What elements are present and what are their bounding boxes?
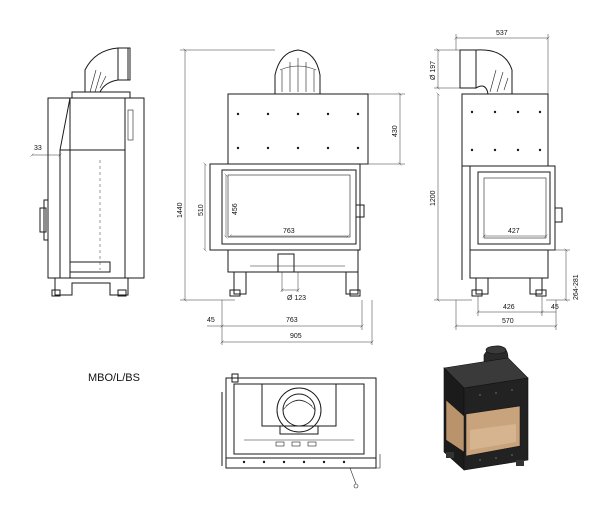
- dim-right-flue: Ø 197: [430, 61, 437, 80]
- dim-front-905: 905: [290, 333, 302, 340]
- dim-right-537: 537: [496, 30, 508, 37]
- top-view: [221, 373, 381, 489]
- side-view: 33: [32, 47, 145, 297]
- right-view: 537 Ø 197 1200 427 264-281 426 45 570: [430, 30, 580, 330]
- dim-right-1200: 1200: [430, 190, 437, 206]
- dim-side-33: 33: [34, 145, 42, 152]
- dim-right-leg-height: 264-281: [573, 274, 580, 300]
- dim-front-763-frame: 763: [286, 317, 298, 324]
- dim-front-1440: 1440: [177, 202, 184, 218]
- dim-front-flue: Ø 123: [287, 295, 306, 302]
- front-view: 1440 510 456 763 430 Ø 123 763 45 905: [177, 50, 405, 345]
- isometric-render: [443, 345, 529, 471]
- dim-front-510: 510: [198, 204, 205, 216]
- dim-front-456: 456: [232, 203, 239, 215]
- dim-right-45: 45: [551, 304, 559, 311]
- dim-right-427: 427: [508, 228, 520, 235]
- dim-front-45: 45: [207, 317, 215, 324]
- dim-front-763-glass: 763: [283, 228, 295, 235]
- dim-right-426: 426: [503, 304, 515, 311]
- dim-right-570: 570: [502, 318, 514, 325]
- model-label: MBO/L/BS: [88, 372, 140, 384]
- dim-front-430: 430: [392, 125, 399, 137]
